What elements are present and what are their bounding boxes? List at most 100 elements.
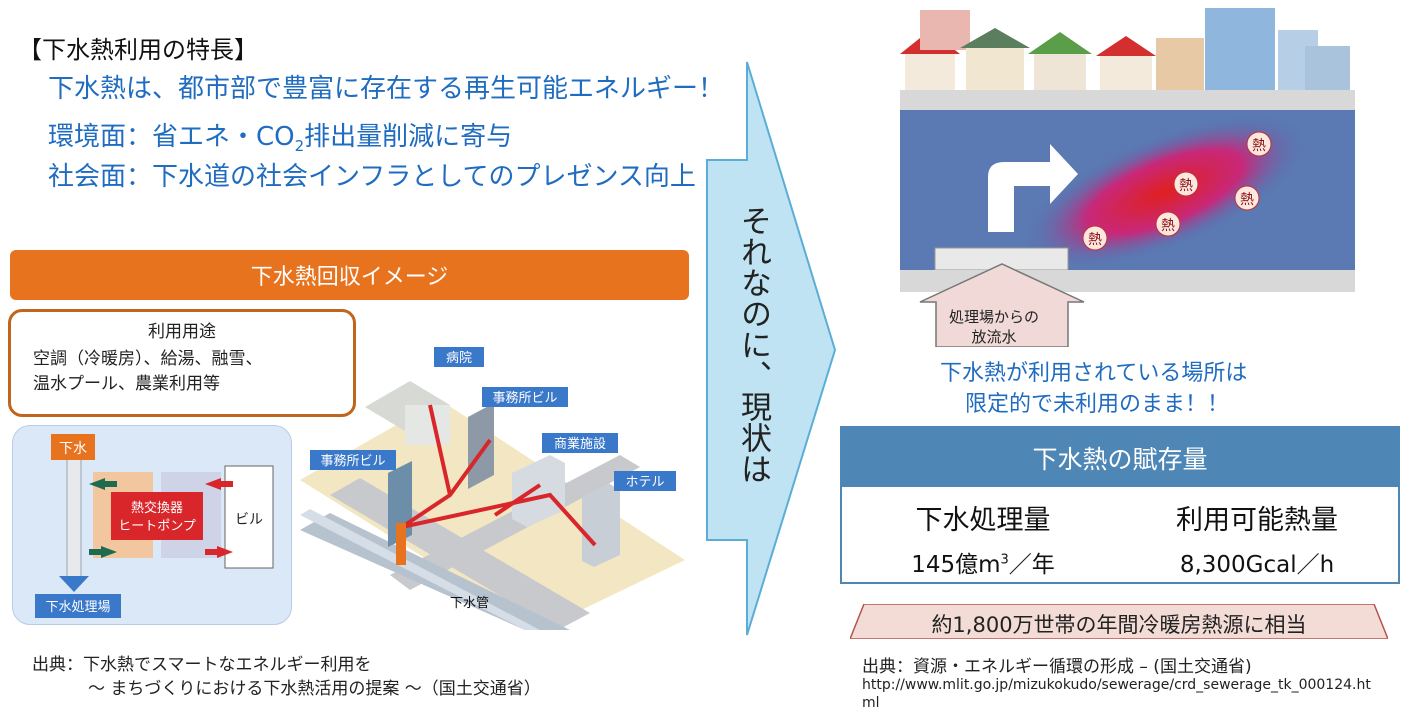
building-label: ビル (235, 512, 263, 528)
heat-bubble-1: 熱 (1082, 225, 1108, 251)
down-arrow-icon (59, 576, 89, 592)
heat-line-4 (493, 483, 542, 517)
arrow-body (706, 61, 837, 636)
sewage-label-box (51, 434, 95, 460)
tower-1 (1205, 8, 1275, 92)
transition-arrow (705, 60, 840, 644)
office-2-label: 事務所ビル (492, 391, 557, 406)
treatment-volume-label: 下水処理量 (915, 505, 1051, 536)
treatment-volume-sup: 3 (1000, 552, 1009, 568)
source-left-line-1: 出典：下水熱でスマートなエネルギー利用を (32, 655, 372, 675)
treatment-volume-value: 145億m3／年 (848, 545, 1118, 579)
arrow-right-red-icon (205, 546, 233, 558)
tower-3 (1305, 46, 1350, 92)
house-5 (1156, 38, 1204, 90)
features-heading: 【下水熱利用の特長】 (18, 36, 258, 64)
hospital-tag (434, 347, 484, 367)
features-environment: 環境面：省エネ・CO2排出量削減に寄与 (48, 116, 512, 155)
svg-text:熱: 熱 (1179, 178, 1193, 194)
house-4-roof (1096, 36, 1156, 56)
commercial-tag (542, 433, 618, 453)
city-diagram: 病院 事務所ビル 事務所ビル 商業施設 ホテル 下水管 (300, 347, 685, 630)
exchanger-box (111, 492, 203, 540)
discharge-callout (919, 263, 1085, 348)
hotel-tag (614, 471, 676, 491)
svg-text:熱: 熱 (1088, 232, 1102, 248)
source-right-url: http://www.mlit.go.jp/mizukokudo/sewerag… (862, 677, 1371, 711)
house-2 (966, 48, 1024, 90)
available-heat-label: 利用可能熱量 (1176, 505, 1338, 536)
commercial-building (512, 455, 565, 527)
source-left-line-2: ～ まちづくりにおける下水熱活用の提案 ～（国土交通省） (88, 679, 541, 699)
exchanger-label-1: 熱交換器 (131, 500, 183, 516)
source-right-line-1: 出典：資源・エネルギー循環の形成 – (国土交通省) (862, 657, 1252, 677)
heat-bubble-3: 熱 (1173, 171, 1199, 197)
treatment-volume-column: 下水処理量 145億m3／年 (848, 498, 1118, 579)
city-illustration: 病院 事務所ビル 事務所ビル 商業施設 ホテル 下水管 (290, 345, 690, 634)
available-heat-column: 利用可能熱量 8,300Gcal／h (1122, 498, 1392, 579)
heat-exchanger-column (396, 523, 406, 565)
svg-text:熱: 熱 (1240, 192, 1254, 208)
ground (300, 400, 685, 630)
env-suffix: 排出量削減に寄与 (304, 122, 513, 152)
transition-text: それなのに、現状は (735, 205, 771, 484)
treatment-volume-unit: ／年 (1008, 552, 1055, 578)
exchanger-label-2: ヒートポンプ (118, 519, 196, 534)
house-3-roof (1028, 32, 1092, 54)
heat-pump-schematic: 下水 熱交換器 ヒートポンプ ビル 下水処理場 (12, 425, 292, 625)
arrow-left-icon (89, 478, 117, 490)
discharge-label: 処理場からの放流水 (948, 308, 1039, 346)
heat-line-2 (401, 492, 597, 547)
hospital-building (405, 405, 450, 445)
heat-stock-title: 下水熱の賦存量 (1032, 444, 1208, 474)
plant-label-box (35, 594, 121, 618)
env-prefix: 環境面：省エネ・CO (48, 122, 295, 152)
office-2-building (468, 403, 494, 489)
house-2-roof (960, 28, 1030, 48)
road-2 (390, 455, 640, 590)
available-heat-value: 8,300Gcal／h (1179, 552, 1335, 578)
office-1-tag (310, 450, 396, 470)
heat-bubble-2: 熱 (1155, 211, 1181, 237)
commercial-label: 商業施設 (554, 436, 606, 452)
embankment-top (900, 90, 1355, 110)
equivalent-text: 約1,800万世帯の年間冷暖房熱源に相当 (931, 613, 1307, 637)
svg-text:熱: 熱 (1252, 138, 1266, 154)
river-diagram: 熱 熱 熱 熱 熱 (900, 8, 1355, 348)
uses-title: 利用用途 (148, 322, 216, 342)
recovery-bar-title: 下水熱回収イメージ (250, 265, 449, 290)
apartment-1 (920, 10, 970, 50)
sewer-pipe-label: 下水管 (450, 596, 489, 611)
outflow-arrow-icon (988, 144, 1078, 232)
hospital-label: 病院 (446, 351, 472, 366)
features-society: 社会面：下水道の社会インフラとしてのプレゼンス向上 (48, 162, 696, 192)
office-1-label: 事務所ビル (320, 454, 385, 469)
treatment-volume-number: 145億m (911, 552, 1001, 578)
sewage-label: 下水 (59, 441, 87, 457)
uses-box: 利用用途 空調（冷暖房）、給湯、融雪、 温水プール、農業利用等 (8, 309, 356, 417)
office-2-tag (482, 387, 568, 407)
features-lead: 下水熱は、都市部で豊富に存在する再生可能エネルギー！ (48, 74, 725, 104)
sewer-pipe-top (300, 509, 540, 630)
river-illustration: 熱 熱 熱 熱 熱 (900, 2, 1355, 351)
heat-pump-diagram: 下水 熱交換器 ヒートポンプ ビル 下水処理場 (35, 434, 274, 618)
plant-label: 下水処理場 (45, 600, 110, 615)
svg-text:熱: 熱 (1161, 218, 1175, 234)
house-3 (1034, 54, 1086, 90)
heat-bubble-5: 熱 (1246, 131, 1272, 157)
heat-stock-box: 下水熱の賦存量 下水処理量 145億m3／年 利用可能熱量 8,300Gcal／… (840, 426, 1400, 584)
heat-line-3 (428, 404, 452, 496)
house-4 (1100, 56, 1152, 90)
uses-line-2: 温水プール、農業利用等 (33, 374, 220, 394)
heat-stock-header: 下水熱の賦存量 (842, 428, 1398, 487)
arrow-left-red-icon (205, 478, 233, 490)
hotel-label: ホテル (625, 475, 664, 490)
uses-line-1: 空調（冷暖房）、給湯、融雪、 (33, 349, 263, 369)
env-sub: 2 (294, 137, 305, 156)
house-1 (905, 54, 955, 90)
transition-arrow-shape (706, 61, 837, 636)
hotel-building (582, 483, 620, 567)
sewage-pipe (66, 451, 82, 581)
recovery-image-bar: 下水熱回収イメージ (10, 250, 689, 300)
arrow-right-icon (89, 546, 117, 558)
